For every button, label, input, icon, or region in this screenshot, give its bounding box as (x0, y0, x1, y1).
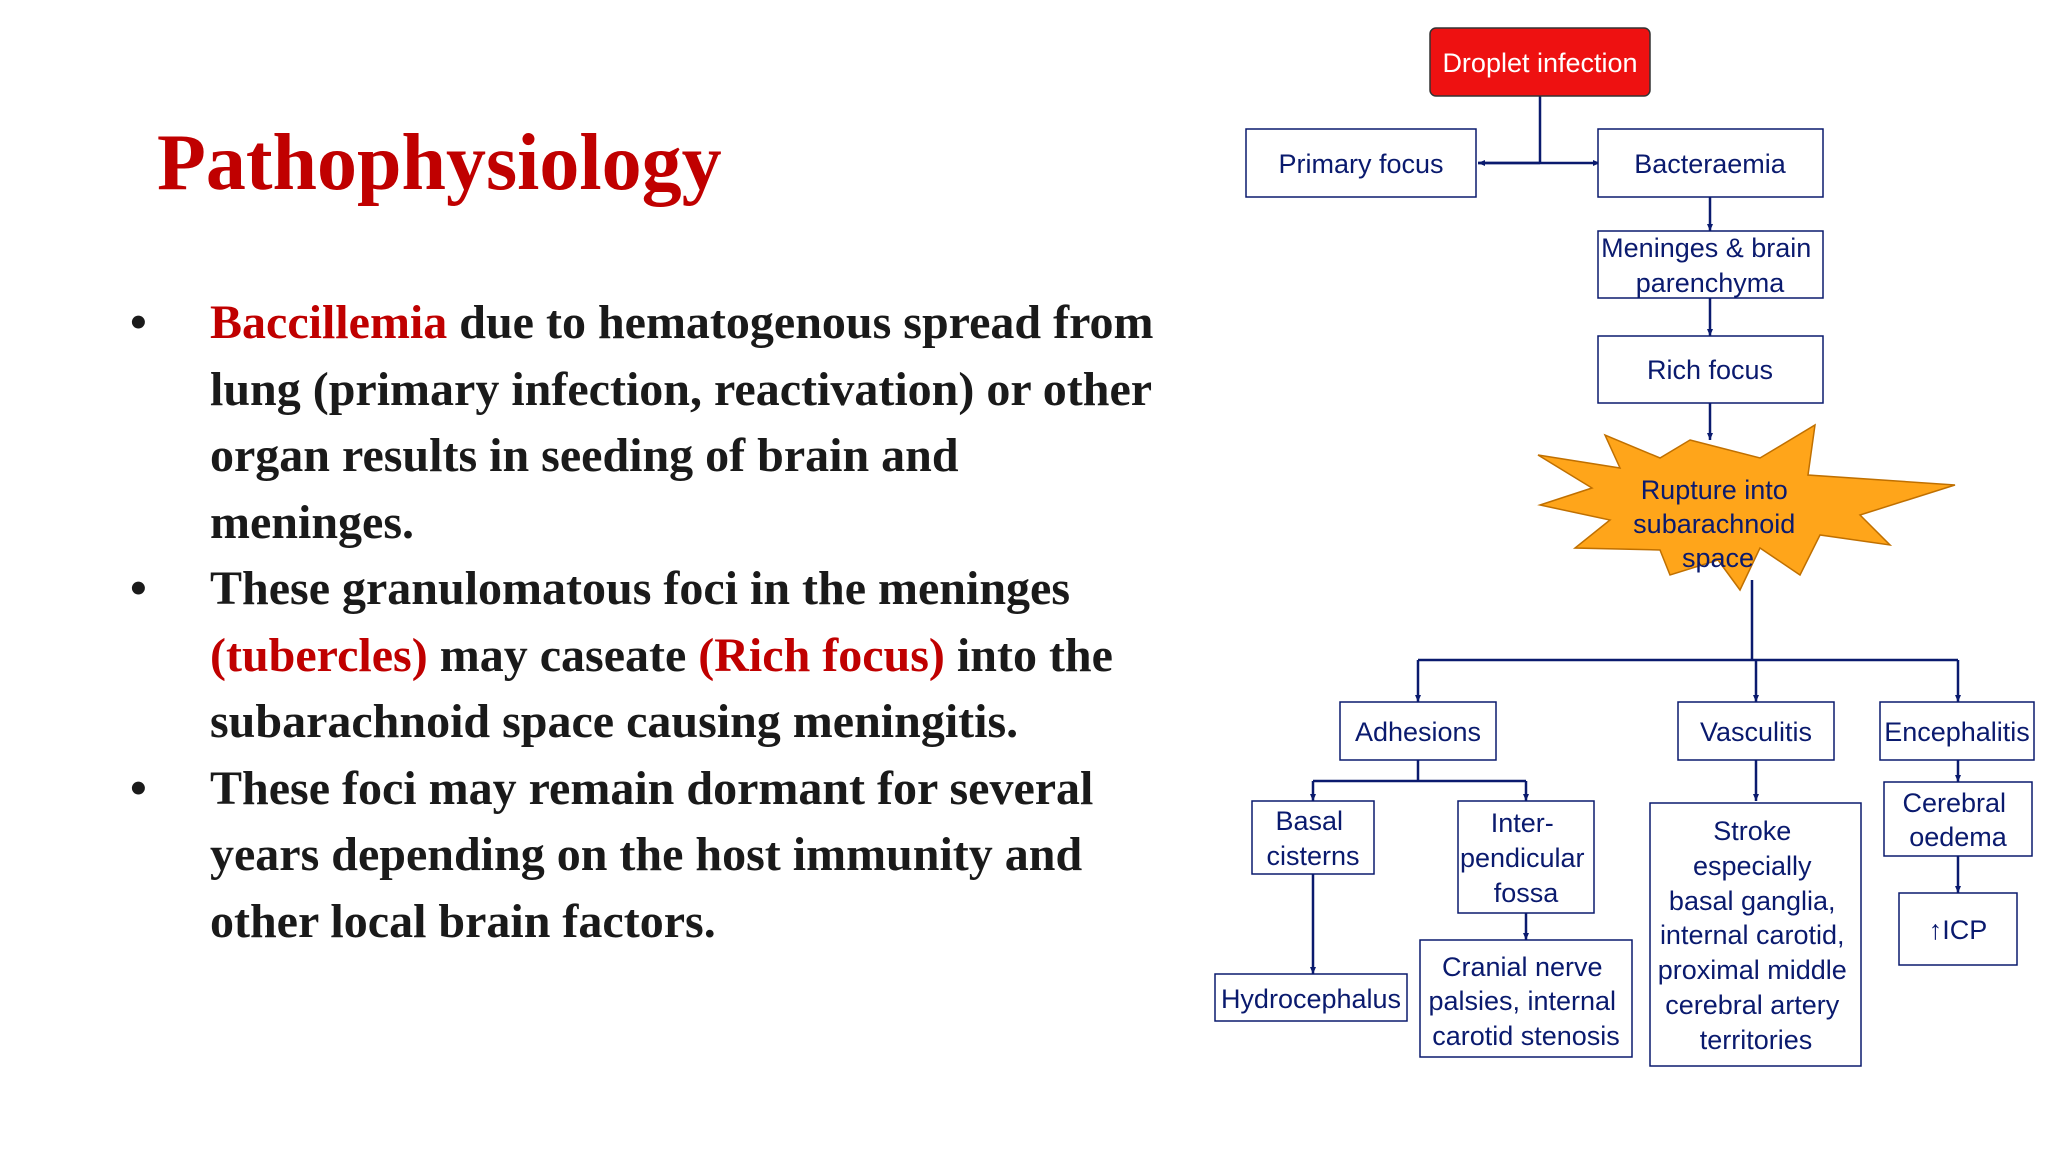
cerebral-oedema-node (1883, 781, 2033, 857)
bullet-2-text-b: may caseate (427, 628, 699, 682)
adhesions-node (1339, 701, 1497, 761)
hydrocephalus-node (1214, 973, 1408, 1022)
stroke-node (1649, 802, 1862, 1067)
encephalitis-label: Encephalitis (1884, 717, 2030, 747)
cranial-nerve-node (1419, 939, 1633, 1058)
bullet-2-highlight-tubercles: (tubercles) (210, 628, 428, 682)
bullet-dot: • (130, 562, 147, 615)
bacteraemia-node (1597, 128, 1824, 198)
primary-focus-node (1245, 128, 1477, 198)
bullet-2-highlight-rich-focus: (Rich focus) (698, 628, 945, 682)
rupture-burst-node (1537, 423, 1956, 592)
bullet-item-2: • These granulomatous foci in the mening… (130, 556, 1170, 756)
connectors (1310, 96, 1961, 974)
bullet-dot: • (130, 761, 147, 815)
bullet-1-highlight: Baccillemia (210, 296, 448, 349)
vasculitis-node (1677, 701, 1835, 761)
droplet-infection-node (1429, 27, 1651, 97)
bacteraemia-label: Bacteraemia (1634, 149, 1787, 179)
cranial-nerve-label: Cranial nerve palsies, internal carotid … (1428, 952, 1623, 1051)
meninges-brain-label: Meninges & brain parenchyma (1601, 233, 1819, 298)
bullet-2-text-a: These granulomatous foci in the meninges (210, 562, 1071, 615)
bullet-item-1: • Baccillemia due to hematogenous spread… (130, 290, 1170, 556)
stroke-label: Stroke especially basal ganglia, interna… (1658, 816, 1855, 1055)
interpeduncular-label: Inter- pendicular fossa (1460, 808, 1592, 908)
cerebral-oedema-label: Cerebral oedema (1902, 788, 2013, 852)
hydrocephalus-label: Hydrocephalus (1221, 984, 1401, 1014)
interpeduncular-node (1457, 800, 1595, 914)
basal-cisterns-label: Basal cisterns (1266, 806, 1359, 871)
vasculitis-label: Vasculitis (1700, 717, 1812, 747)
icp-node (1898, 892, 2018, 966)
adhesions-label: Adhesions (1355, 717, 1481, 747)
bullet-2-text-c: into the subarachnoid space causing meni… (210, 628, 1113, 749)
slide-title: Pathophysiology (157, 119, 722, 207)
bullet-dot: • (130, 296, 147, 349)
rupture-label: Rupture into subarachnoid space (1633, 475, 1803, 573)
icp-label: ↑ICP (1929, 915, 1988, 945)
rich-focus-label: Rich focus (1647, 355, 1773, 385)
primary-focus-label: Primary focus (1278, 149, 1443, 179)
rich-focus-node (1597, 335, 1824, 404)
bullet-3-text: These foci may remain dormant for severa… (210, 761, 1094, 948)
droplet-infection-label: Droplet infection (1442, 48, 1637, 78)
basal-cisterns-node (1251, 800, 1375, 875)
bullet-list: • Baccillemia due to hematogenous spread… (130, 290, 1170, 955)
encephalitis-node (1879, 701, 2035, 761)
bullet-1-text: due to hematogenous spread from lung (pr… (210, 296, 1154, 549)
bullet-item-3: • These foci may remain dormant for seve… (130, 756, 1170, 956)
meninges-brain-node (1597, 230, 1824, 299)
